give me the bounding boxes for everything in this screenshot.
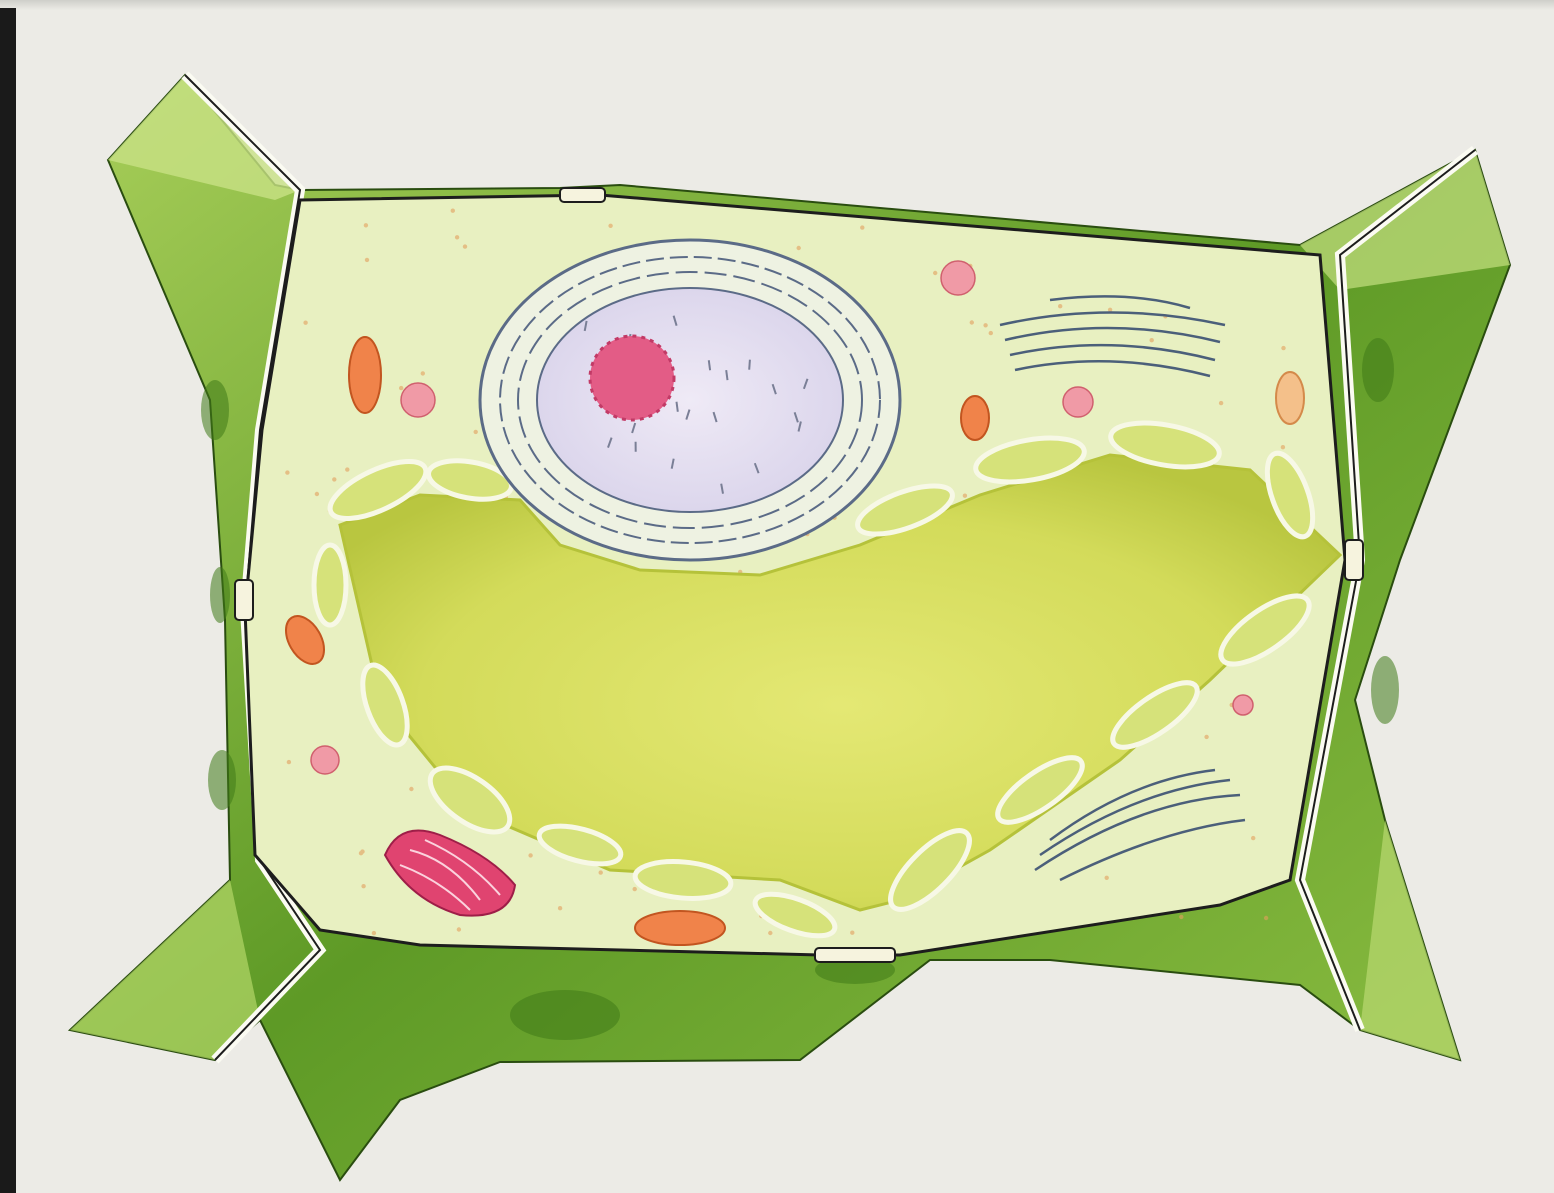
granule: [457, 927, 461, 931]
chromatin-strand: [677, 402, 678, 412]
chloroplast: [314, 545, 346, 625]
granule: [983, 323, 987, 327]
chromatin-strand: [749, 360, 750, 370]
granule: [860, 225, 864, 229]
granule: [633, 887, 637, 891]
granule: [287, 760, 291, 764]
granule: [963, 494, 967, 498]
granule: [361, 884, 365, 888]
granule: [455, 235, 459, 239]
granule: [421, 371, 425, 375]
chromatin-strand: [709, 360, 710, 370]
granule: [1105, 876, 1109, 880]
granule: [359, 851, 363, 855]
granule: [1281, 346, 1285, 350]
granule: [1150, 338, 1154, 342]
chromatin-strand: [726, 370, 727, 380]
granule: [285, 470, 289, 474]
granule: [474, 430, 478, 434]
granule: [850, 931, 854, 935]
granule: [345, 467, 349, 471]
granule: [797, 246, 801, 250]
granule: [365, 258, 369, 262]
granule: [1058, 304, 1062, 308]
granule: [1264, 916, 1268, 920]
granule: [399, 386, 403, 390]
granule: [463, 244, 467, 248]
granule: [528, 853, 532, 857]
granule: [303, 321, 307, 325]
granule: [989, 331, 993, 335]
granule: [1204, 735, 1208, 739]
granule: [1179, 915, 1183, 919]
granule: [364, 223, 368, 227]
granule: [599, 870, 603, 874]
granule: [608, 224, 612, 228]
granule: [332, 477, 336, 481]
granule: [1251, 836, 1255, 840]
granule: [1219, 401, 1223, 405]
nucleus: [480, 240, 900, 560]
granule: [315, 492, 319, 496]
granule: [558, 906, 562, 910]
granule: [409, 787, 413, 791]
granule: [768, 931, 772, 935]
granule: [1281, 445, 1285, 449]
granule: [970, 320, 974, 324]
granule: [451, 209, 455, 213]
granule: [933, 271, 937, 275]
granule: [372, 931, 376, 935]
